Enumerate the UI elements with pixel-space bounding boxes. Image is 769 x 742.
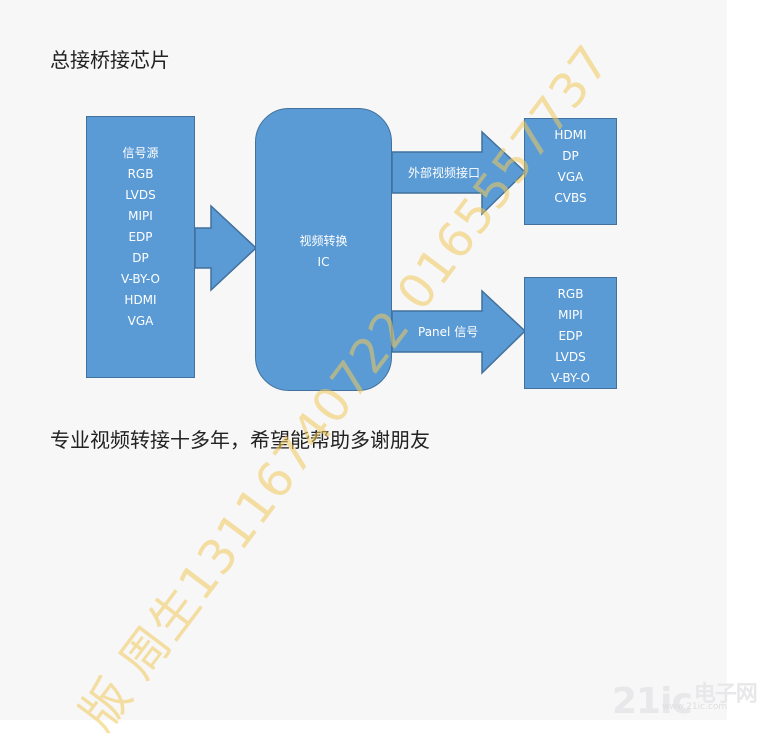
site-logo: 21ic电子网	[612, 676, 758, 722]
external-item: HDMI	[554, 128, 587, 142]
ic-to-panel-arrow	[391, 289, 527, 375]
panel-signal-box: RGB MIPI EDP LVDS V-BY-O	[524, 277, 617, 389]
source-item: 信号源	[122, 146, 159, 160]
source-item: RGB	[127, 167, 154, 181]
page-heading: 总接桥接芯片	[50, 48, 170, 72]
external-item: DP	[562, 149, 579, 163]
converter-label: IC	[317, 255, 330, 269]
footer-text: 专业视频转接十多年，希望能帮助多谢朋友	[50, 428, 430, 452]
panel-item: V-BY-O	[551, 371, 590, 385]
external-interface-label: 外部视频接口	[408, 166, 481, 180]
converter-label: 视频转换	[299, 234, 348, 248]
page-margin	[727, 0, 769, 720]
source-item: VGA	[127, 314, 154, 328]
source-item: V-BY-O	[121, 272, 160, 286]
panel-item: RGB	[557, 287, 584, 301]
source-item: DP	[132, 251, 149, 265]
logo-url: www.21ic.com	[662, 702, 728, 712]
source-item: LVDS	[125, 188, 156, 202]
panel-item: EDP	[558, 329, 583, 343]
external-item: VGA	[557, 170, 584, 184]
external-interface-box: HDMI DP VGA CVBS	[524, 118, 617, 225]
panel-item: MIPI	[558, 308, 583, 322]
panel-item: LVDS	[555, 350, 586, 364]
signal-source-box: 信号源 RGB LVDS MIPI EDP DP V-BY-O HDMI VGA	[86, 116, 195, 378]
logo-mark: 21ic	[612, 681, 693, 722]
source-item: EDP	[128, 230, 153, 244]
converter-ic-box: 视频转换 IC	[255, 108, 392, 391]
panel-signal-label: Panel 信号	[418, 325, 479, 339]
source-item: HDMI	[124, 293, 157, 307]
source-item: MIPI	[128, 209, 153, 223]
logo-name: 电子网	[693, 682, 758, 707]
external-item: CVBS	[554, 191, 587, 205]
source-to-ic-arrow	[194, 204, 258, 292]
ic-to-external-arrow	[391, 130, 527, 216]
diagram-arrows	[194, 130, 527, 375]
